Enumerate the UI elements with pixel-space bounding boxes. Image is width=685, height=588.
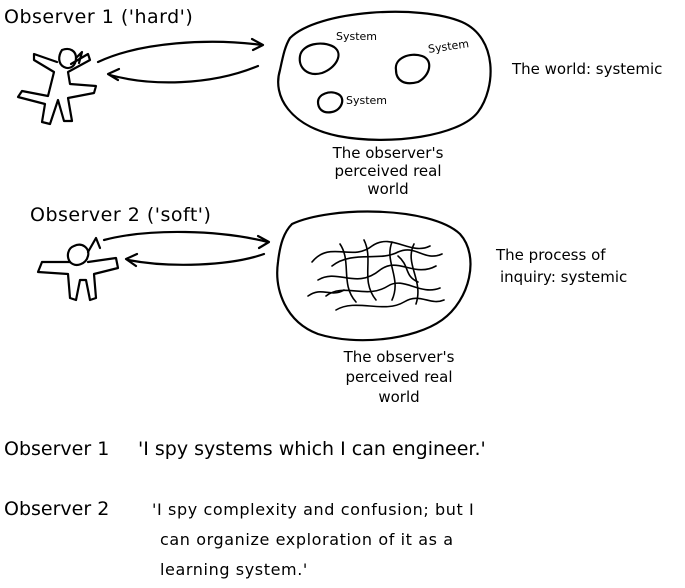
observer2-arrows — [102, 230, 271, 268]
quote2-line-1: 'I spy complexity and confusion; but I — [152, 500, 475, 519]
system-label-1: System — [336, 30, 378, 43]
observer1-arrows — [96, 37, 265, 84]
observer2-title: Observer 2 ('soft') — [30, 204, 212, 226]
observer2-world — [276, 210, 472, 342]
quote1-label: Observer 1 — [4, 438, 110, 460]
quote2-line-2: can organize exploration of it as a — [160, 530, 454, 549]
observer1-world — [277, 10, 492, 141]
observer1-side-label: The world: systemic — [512, 60, 663, 78]
observer2-caption-line-3: world — [378, 388, 420, 406]
system-blob-2 — [394, 53, 431, 85]
quote1-text: 'I spy systems which I can engineer.' — [138, 438, 486, 460]
system-blob-3 — [316, 91, 344, 114]
observer2-side-label-line-2: inquiry: systemic — [500, 268, 628, 286]
quote2-line-3: learning system.' — [160, 560, 308, 579]
system-label-3: System — [346, 94, 388, 107]
observer1-figure — [16, 47, 98, 126]
observer1-caption-line-2: perceived real — [334, 162, 442, 180]
observer1-caption-line-3: world — [367, 180, 409, 198]
tangle-scribble — [307, 239, 445, 311]
observer2-figure — [36, 236, 120, 302]
observer2-caption-line-1: The observer's — [343, 348, 455, 366]
observer1-title: Observer 1 ('hard') — [4, 6, 194, 28]
observer2-caption-line-2: perceived real — [345, 368, 453, 386]
system-blob-1 — [298, 42, 340, 76]
quote2-label: Observer 2 — [4, 498, 110, 520]
observer1-caption-line-1: The observer's — [332, 144, 444, 162]
observer2-side-label-line-1: The process of — [496, 246, 606, 264]
